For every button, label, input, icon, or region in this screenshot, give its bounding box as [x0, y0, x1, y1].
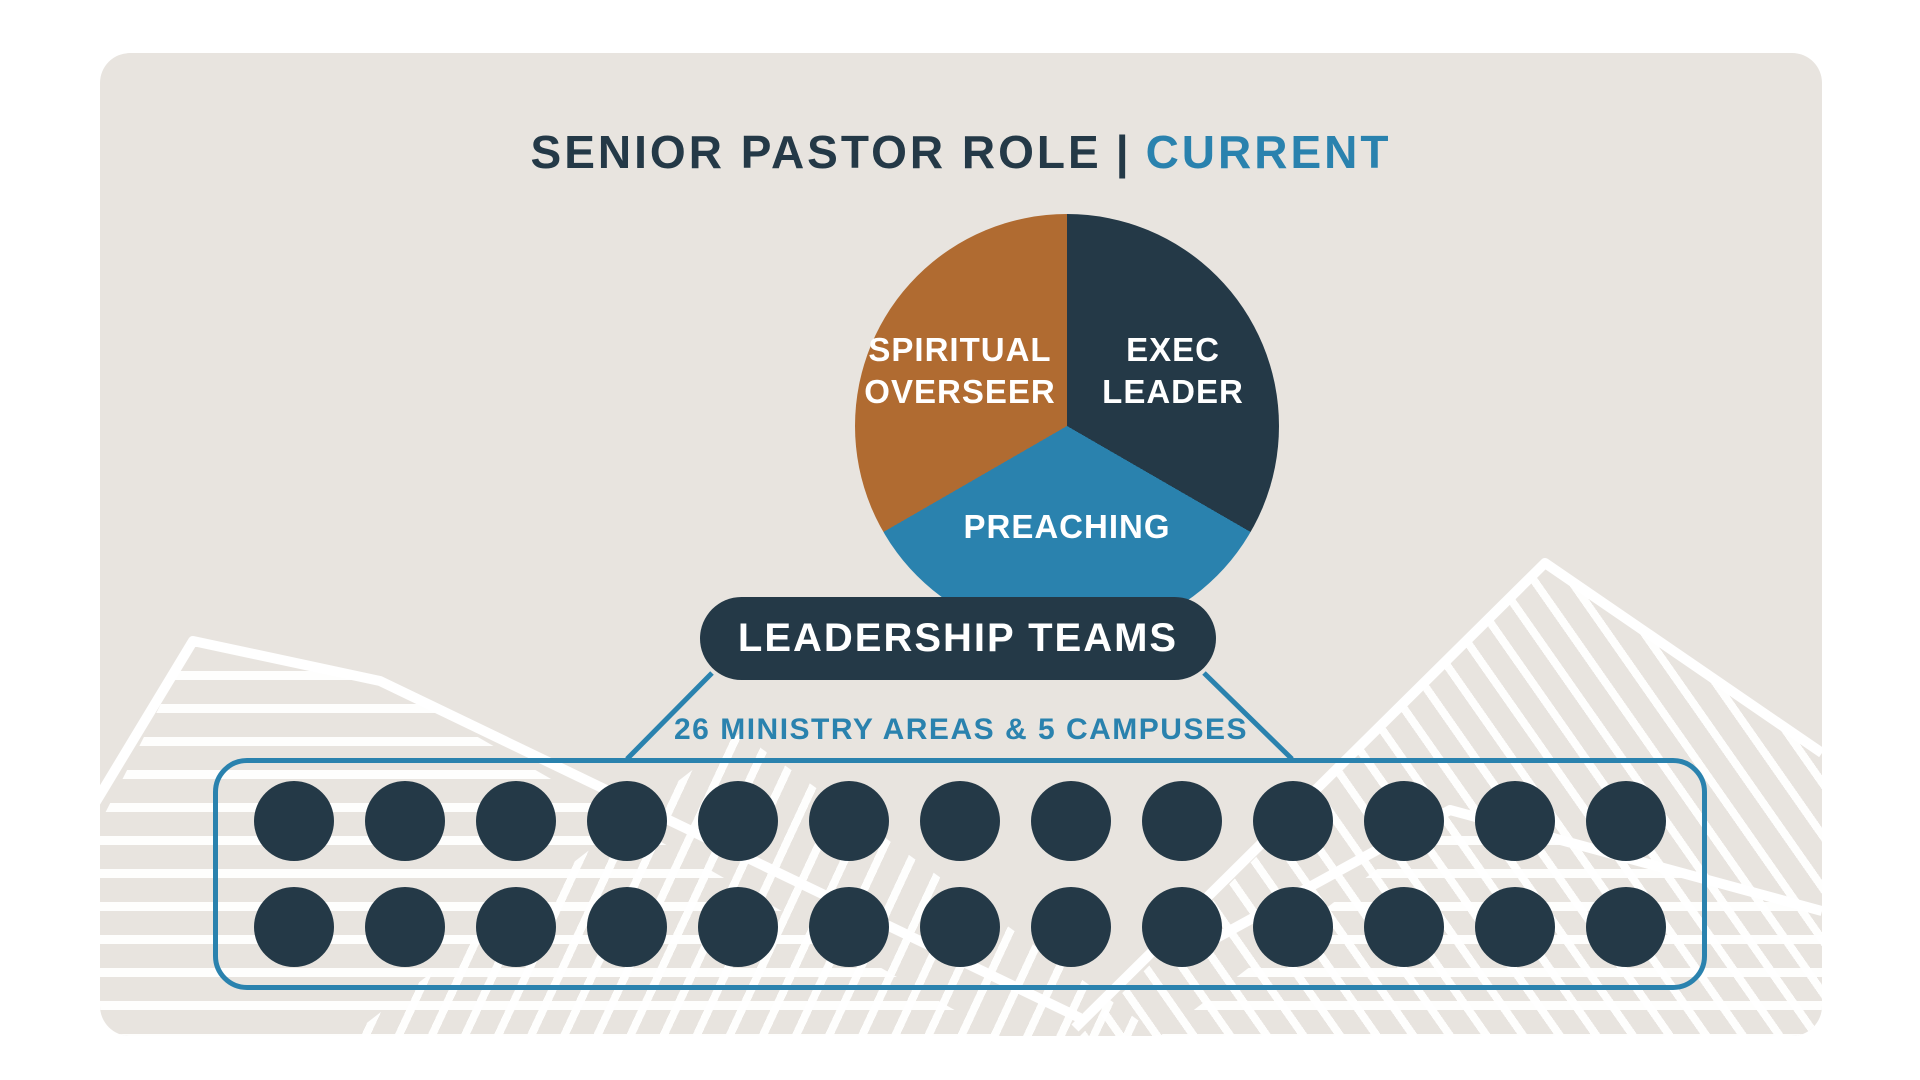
- ministry-dot: [1031, 887, 1111, 967]
- dot-row: [218, 887, 1702, 967]
- pie-label-spiritual-overseer: SPIRITUAL OVERSEER: [864, 329, 1055, 413]
- ministry-dot: [476, 781, 556, 861]
- ministry-dot: [698, 887, 778, 967]
- ministry-dot: [587, 887, 667, 967]
- ministry-dot: [1031, 781, 1111, 861]
- leadership-teams-label: LEADERSHIP TEAMS: [737, 616, 1179, 660]
- ministry-dot: [698, 781, 778, 861]
- pie-label-line: OVERSEER: [864, 373, 1056, 410]
- ministry-dot: [1142, 781, 1222, 861]
- dot-row: [218, 781, 1702, 861]
- ministry-dot: [920, 781, 1000, 861]
- pie-label-line: LEADER: [1102, 373, 1244, 410]
- title-highlight: CURRENT: [1145, 126, 1392, 178]
- title-main: SENIOR PASTOR ROLE: [530, 126, 1102, 178]
- ministry-dot: [1364, 887, 1444, 967]
- ministry-dot: [1364, 781, 1444, 861]
- page-title: SENIOR PASTOR ROLE|CURRENT: [100, 125, 1822, 179]
- ministry-dot: [1586, 781, 1666, 861]
- ministry-dot: [254, 781, 334, 861]
- ministry-dot: [809, 781, 889, 861]
- ministry-dot: [920, 887, 1000, 967]
- ministry-dot: [1253, 781, 1333, 861]
- pie-label-preaching: PREACHING: [963, 506, 1170, 548]
- ministry-dots-container: [213, 758, 1707, 990]
- ministry-dot: [1253, 887, 1333, 967]
- ministry-dot: [365, 887, 445, 967]
- ministry-dot: [587, 781, 667, 861]
- infographic-card: SENIOR PASTOR ROLE|CURRENT SPIRITUAL OVE…: [100, 53, 1822, 1036]
- leadership-teams-pill: LEADERSHIP TEAMS: [700, 597, 1216, 680]
- ministry-dot: [1142, 887, 1222, 967]
- pie-label-line: SPIRITUAL: [868, 330, 1052, 368]
- pie-label-exec-leader: EXEC LEADER: [1102, 329, 1244, 413]
- ministry-dot: [365, 781, 445, 861]
- ministry-dot: [1586, 887, 1666, 967]
- ministry-areas-subtitle: 26 MINISTRY AREAS & 5 CAMPUSES: [674, 713, 1248, 746]
- pie-label-line: EXEC: [1126, 330, 1220, 368]
- ministry-dot: [476, 887, 556, 967]
- ministry-dot: [254, 887, 334, 967]
- ministry-dot: [1475, 887, 1555, 967]
- pie-label-line: PREACHING: [963, 507, 1171, 545]
- ministry-dot: [809, 887, 889, 967]
- title-separator: |: [1115, 126, 1132, 178]
- role-pie-chart: SPIRITUAL OVERSEER EXEC LEADER PREACHING: [855, 214, 1279, 638]
- ministry-dot: [1475, 781, 1555, 861]
